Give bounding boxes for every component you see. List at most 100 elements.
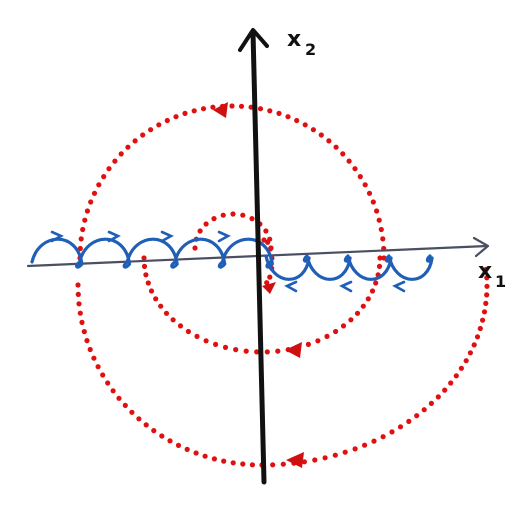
spiral-dot xyxy=(442,387,448,393)
spiral-dot xyxy=(285,114,291,120)
spiral-dot xyxy=(112,158,118,164)
spiral-dot xyxy=(333,328,339,335)
spiral-dot xyxy=(140,132,146,138)
spiral-dot xyxy=(373,280,379,286)
spiral-dot xyxy=(229,103,235,109)
spiral-dot xyxy=(458,365,464,371)
spiral-dot xyxy=(305,341,311,347)
spiral-dot xyxy=(132,138,138,144)
spiral-dot xyxy=(240,212,246,218)
spiral-dot xyxy=(265,239,271,245)
spiral-direction-arrows xyxy=(213,102,304,468)
loops-right-below-axis xyxy=(264,254,434,281)
spiral-dot xyxy=(481,309,488,315)
spiral-dot xyxy=(352,446,358,452)
spiral-dot xyxy=(301,459,307,465)
spiral-dot xyxy=(254,349,260,355)
spiral-dot xyxy=(315,338,321,344)
spiral-dot xyxy=(100,372,106,378)
spiral-dot xyxy=(81,329,87,335)
spiral-dot xyxy=(249,462,255,468)
spiral-arrow-middle-bottom xyxy=(285,342,302,358)
spiral-dot xyxy=(200,106,207,112)
spiral-dot xyxy=(352,166,358,172)
spiral-dot xyxy=(346,158,352,164)
spiral-dot xyxy=(389,429,395,435)
spiral-dot xyxy=(484,283,490,289)
x2-axis-arrowhead xyxy=(238,28,269,52)
x2-axis-label: x 2 xyxy=(287,27,316,59)
spiral-dot xyxy=(326,138,332,144)
spiral-dot xyxy=(230,211,236,217)
spiral-dot xyxy=(453,373,459,379)
spiral-dot xyxy=(370,199,376,205)
spiral-dot xyxy=(84,338,90,344)
loops-left-above-axis xyxy=(30,237,274,269)
spiral-dot xyxy=(371,438,377,444)
spiral-dot xyxy=(79,319,85,325)
spiral-dot xyxy=(267,274,273,280)
spiral-dot xyxy=(324,333,330,339)
spiral-dot xyxy=(95,364,101,370)
spiral-dot xyxy=(448,380,454,386)
dotted-spiral-trajectory xyxy=(75,103,490,468)
spiral-dot xyxy=(428,400,434,406)
spiral-dot xyxy=(153,296,159,302)
spiral-dot xyxy=(264,280,270,286)
loop-direction-arrow xyxy=(284,280,298,293)
x2-label-main: x xyxy=(287,27,301,52)
spiral-dot xyxy=(377,255,383,261)
spiral-dot xyxy=(332,452,338,458)
spiral-dot xyxy=(257,106,264,112)
spiral-dot xyxy=(376,263,383,269)
looping-trajectory xyxy=(30,230,434,293)
spiral-dot xyxy=(80,226,86,233)
spiral-dot xyxy=(141,263,148,269)
spiral-dot xyxy=(213,341,219,347)
spiral-dot xyxy=(122,402,128,408)
spiral-dot xyxy=(365,296,371,302)
spiral-dot xyxy=(380,236,386,242)
spiral-dot xyxy=(264,349,270,355)
spiral-dot xyxy=(78,236,84,242)
spiral-dot xyxy=(276,110,282,116)
spiral-dot xyxy=(203,338,209,344)
spiral-dot xyxy=(110,388,116,394)
x1-axis-arrowhead xyxy=(472,236,490,258)
spiral-dot xyxy=(156,122,162,128)
spiral-dot xyxy=(471,342,477,348)
spiral-dot xyxy=(376,217,382,223)
spiral-dot xyxy=(480,317,486,323)
spiral-dot xyxy=(106,166,112,172)
spiral-dot xyxy=(249,216,255,222)
spiral-dot xyxy=(378,226,384,233)
spiral-dot xyxy=(163,310,170,316)
spiral-dot xyxy=(243,348,249,354)
spiral-dot xyxy=(484,275,490,281)
spiral-dot xyxy=(275,348,281,354)
spiral-dot xyxy=(360,303,366,309)
spiral-dot xyxy=(211,216,217,222)
spiral-dot xyxy=(194,333,200,339)
x2-axis-line xyxy=(250,29,267,485)
spiral-dot xyxy=(148,288,155,294)
spiral-dot xyxy=(177,323,184,329)
spiral-dot xyxy=(202,453,208,459)
spiral-dot xyxy=(143,422,149,428)
spiral-dot xyxy=(175,442,182,448)
spiral-dot xyxy=(220,212,226,218)
spiral-dot xyxy=(118,151,124,157)
spiral-dot xyxy=(170,317,176,323)
spiral-dot xyxy=(192,245,198,251)
spiral-dot xyxy=(87,346,93,353)
spiral-dot xyxy=(463,358,469,364)
spiral-dot xyxy=(211,456,217,462)
loop-direction-arrow xyxy=(392,280,406,293)
spiral-dot xyxy=(136,416,142,422)
spiral-dot xyxy=(333,144,339,150)
loop-direction-arrow xyxy=(107,230,121,243)
spiral-dot xyxy=(233,347,239,353)
spiral-dot xyxy=(357,174,363,180)
spiral-dot xyxy=(88,199,94,205)
